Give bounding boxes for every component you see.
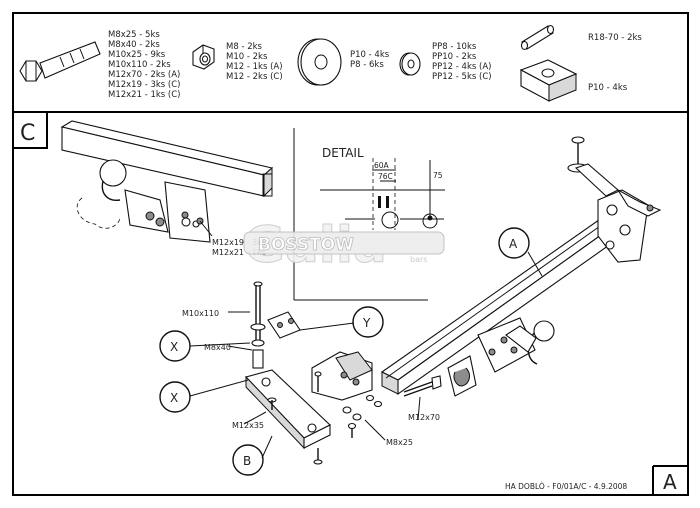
dim-v: 75 xyxy=(433,171,443,180)
tube-spacer-label: R18-70 - 2ks xyxy=(588,33,642,43)
nut-spec: M8 - 2ks xyxy=(226,42,263,52)
section-c-box xyxy=(12,111,48,149)
callout-x-upper: X xyxy=(159,330,191,362)
nut-spec: M12 - 2ks (C) xyxy=(226,72,283,82)
label-m8x40: M8x40 xyxy=(204,343,231,352)
title-block: HA DOBLÒ - F0/01A/C - 4.9.2008 xyxy=(505,482,627,491)
section-c-hitch-drawing xyxy=(60,120,274,243)
bolts-list: M8x25 - 5ks M8x40 - 2ks M10x25 - 9ks M10… xyxy=(108,30,183,100)
left-bracket-assembly xyxy=(244,281,383,465)
label-m12x70: M12x70 xyxy=(408,413,440,422)
detail-title: DETAIL xyxy=(322,146,364,160)
callout-y-letter: Y xyxy=(362,316,371,330)
callout-line: M12x19 - 3ks xyxy=(212,238,266,247)
bolt-drawing xyxy=(19,41,101,82)
washers-list: P10 - 4ks P8 - 6ks xyxy=(350,50,392,70)
spring-washer-drawing xyxy=(399,52,421,76)
spring-washer-spec: PP8 - 10ks xyxy=(432,42,477,52)
callout-x-letter: X xyxy=(170,391,178,405)
callout-x-letter: X xyxy=(170,340,178,354)
brand-watermark: Galia BOSSTOW bars xyxy=(243,216,445,275)
tube-spacer-drawing xyxy=(520,24,555,51)
section-c-letter: C xyxy=(20,121,35,146)
washer-spec: P8 - 6ks xyxy=(350,60,384,70)
bolt-spec: M12x70 - 2ks (A) xyxy=(108,70,180,80)
watermark-ribbon: BOSSTOW xyxy=(258,235,354,255)
plate-drawing xyxy=(519,59,578,102)
bolt-spec: M8x25 - 5ks xyxy=(108,30,160,40)
dim-a: 60A xyxy=(374,161,390,170)
callout-line: M12x21 - 1ks xyxy=(212,248,266,257)
spring-washers-list: PP8 - 10ks PP10 - 2ks PP12 - 4ks (A) PP1… xyxy=(432,42,494,82)
outer-frame xyxy=(12,12,689,496)
callout-b: B xyxy=(232,444,264,476)
label-m12x35: M12x35 xyxy=(232,421,264,430)
bolt-spec: M12x21 - 1ks (C) xyxy=(108,90,181,100)
nuts-list: M8 - 2ks M10 - 2ks M12 - 1ks (A) M12 - 2… xyxy=(226,42,285,82)
washer-drawing xyxy=(297,38,342,86)
label-m10x110: M10x110 xyxy=(182,309,219,318)
main-crossbar xyxy=(380,136,662,396)
spring-washer-spec: PP12 - 5ks (C) xyxy=(432,72,492,82)
callout-b-letter: B xyxy=(243,454,251,468)
section-c-callout: M12x19 - 3ks M12x21 - 1ks xyxy=(212,238,268,257)
dim-c: 76C xyxy=(378,172,393,181)
nut-spec: M10 - 2ks xyxy=(226,52,268,62)
bolt-spec: M8x40 - 2ks xyxy=(108,40,160,50)
spring-washer-spec: PP10 - 2ks xyxy=(432,52,477,62)
bolt-spec: M10x25 - 9ks xyxy=(108,50,166,60)
callout-a-letter: A xyxy=(509,237,518,251)
detail-view: DETAIL 60A 76C 75 xyxy=(293,128,445,301)
callout-a: A xyxy=(498,227,530,259)
tow-ball-assembly xyxy=(403,317,555,397)
watermark-sub: bars xyxy=(410,255,427,264)
sheet-letter: A xyxy=(663,470,677,494)
leader-lines xyxy=(189,251,543,459)
callout-y: Y xyxy=(352,306,384,338)
plate-label: P10 - 4ks xyxy=(588,83,628,93)
label-m8x25: M8x25 xyxy=(386,438,413,447)
callout-x-lower: X xyxy=(159,381,191,413)
bolt-spec: M10x110 - 2ks xyxy=(108,60,171,70)
washer-spec: P10 - 4ks xyxy=(350,50,390,60)
spring-washer-spec: PP12 - 4ks (A) xyxy=(432,62,491,72)
nut-spec: M12 - 1ks (A) xyxy=(226,62,283,72)
nut-drawing xyxy=(192,44,215,70)
bolt-spec: M12x19 - 3ks (C) xyxy=(108,80,181,90)
